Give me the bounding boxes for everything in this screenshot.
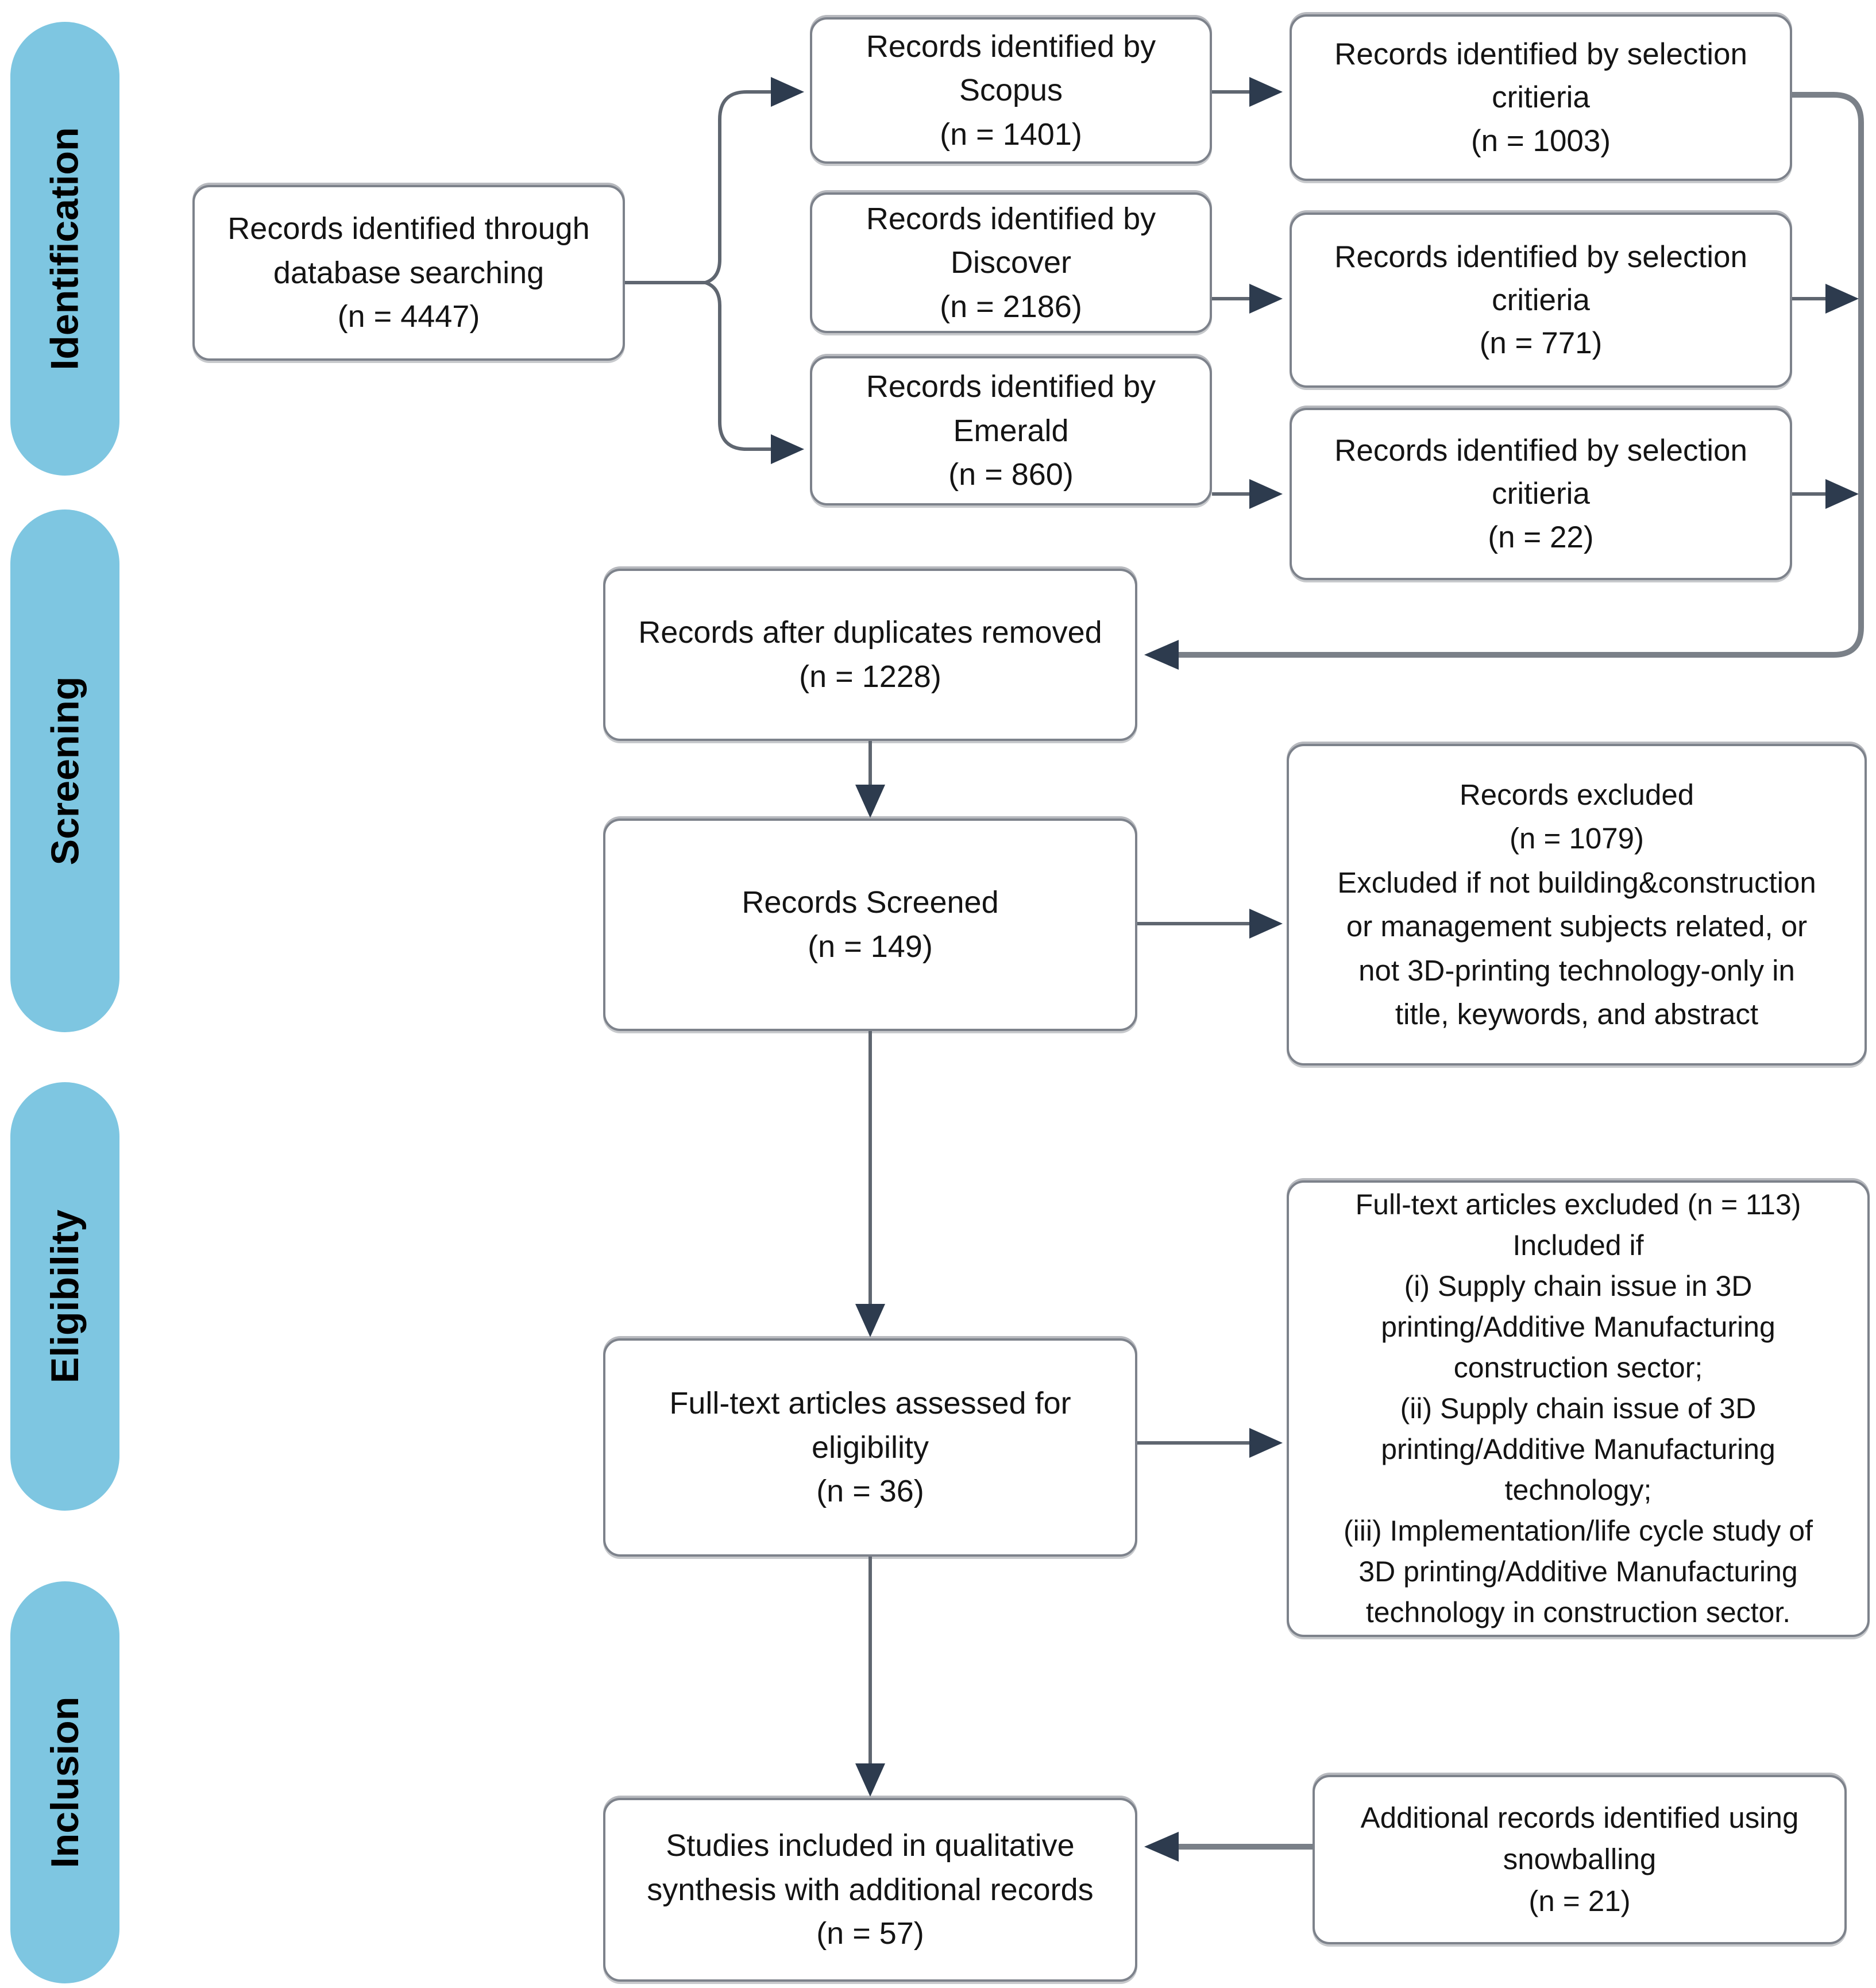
node-scopus: Records identified by Scopus (n = 1401) — [810, 17, 1212, 164]
arrowhead-into-emerald — [771, 434, 804, 464]
stage-label-identification: Identification — [43, 127, 87, 370]
node-database-search: Records identified through database sear… — [192, 185, 625, 361]
arrowhead-into-scopus — [771, 77, 804, 107]
stage-pill-identification: Identification — [10, 22, 119, 476]
arrowhead-into-selection-emerald — [1249, 479, 1283, 509]
stage-pill-eligibility: Eligibility — [10, 1082, 119, 1511]
stage-pill-inclusion: Inclusion — [10, 1581, 119, 1983]
arrowhead-into-selection-scopus — [1249, 77, 1283, 107]
arrowhead-into-duplicates — [1144, 640, 1179, 670]
arrowhead-into-ftexcluded — [1249, 1428, 1283, 1458]
arrowhead-selection-discover-collector — [1825, 284, 1859, 314]
stage-pill-screening: Screening — [10, 509, 119, 1032]
arrowhead-into-selection-discover — [1249, 284, 1283, 314]
arrowhead-into-screened — [855, 785, 885, 818]
edge-fork-to-scopus — [704, 90, 771, 284]
node-fulltext-excluded: Full-text articles excluded (n = 113) In… — [1287, 1180, 1870, 1637]
stage-label-eligibility: Eligibility — [43, 1209, 87, 1384]
edge-fork-to-emerald — [704, 281, 771, 451]
arrowhead-into-studies — [855, 1763, 885, 1797]
stage-label-inclusion: Inclusion — [43, 1696, 87, 1869]
node-records-screened: Records Screened (n = 149) — [603, 819, 1137, 1031]
stage-label-screening: Screening — [43, 676, 87, 866]
node-emerald: Records identified by Emerald (n = 860) — [810, 356, 1212, 505]
node-selection-criteria-emerald: Records identified by selection critieri… — [1290, 408, 1792, 580]
node-studies-included: Studies included in qualitative synthesi… — [603, 1798, 1137, 1982]
node-records-excluded: Records excluded (n = 1079) Excluded if … — [1287, 744, 1867, 1066]
node-fulltext-assessed: Full-text articles assessed for eligibil… — [603, 1338, 1137, 1557]
node-selection-criteria-discover: Records identified by selection critieri… — [1290, 213, 1792, 388]
node-discover: Records identified by Discover (n = 2186… — [810, 192, 1212, 333]
arrowhead-into-excluded — [1249, 909, 1283, 939]
arrowhead-into-fulltext — [855, 1304, 885, 1337]
arrowhead-selection-emerald-collector — [1825, 479, 1859, 509]
arrowhead-snowballing-into-studies — [1144, 1832, 1179, 1862]
node-snowballing: Additional records identified using snow… — [1313, 1775, 1847, 1944]
node-duplicates-removed: Records after duplicates removed (n = 12… — [603, 569, 1137, 741]
node-selection-criteria-scopus: Records identified by selection critieri… — [1290, 14, 1792, 181]
